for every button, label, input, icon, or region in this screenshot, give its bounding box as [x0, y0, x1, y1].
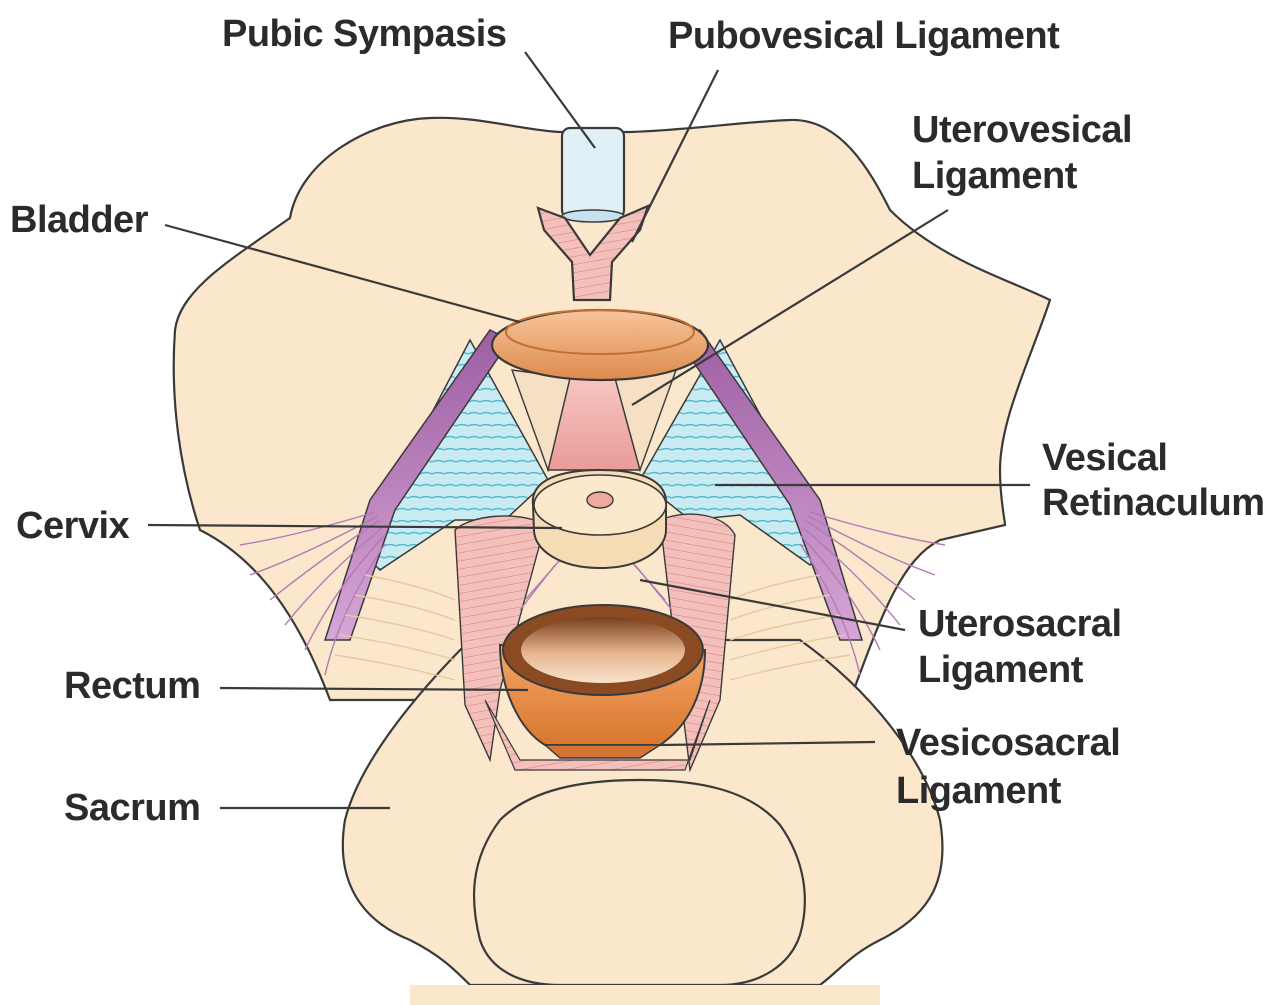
label-vesicosacral-line1: Vesicosacral [896, 722, 1120, 764]
label-sacrum: Sacrum [64, 787, 200, 829]
label-pubovesical-ligament: Pubovesical Ligament [668, 15, 1060, 57]
label-vesicosacral-line2: Ligament [896, 770, 1062, 812]
label-rectum: Rectum [64, 665, 200, 707]
label-vesical-line2: Retinaculum [1042, 482, 1265, 524]
cervix-os [587, 492, 613, 508]
label-uterovesical-line1: Uterovesical [912, 109, 1132, 151]
label-uterosacral-line1: Uterosacral [918, 603, 1122, 645]
label-bladder: Bladder [10, 199, 149, 241]
label-uterovesical-line2: Ligament [912, 155, 1078, 197]
sacrum-inner-outline [474, 780, 805, 985]
label-pubic-symphysis: Pubic Sympasis [222, 13, 506, 55]
rectum-lumen [521, 617, 685, 683]
label-vesical-line1: Vesical [1042, 437, 1167, 479]
label-cervix: Cervix [16, 505, 130, 547]
pubic-symphysis-shape [562, 128, 624, 218]
label-uterosacral-line2: Ligament [918, 649, 1084, 691]
